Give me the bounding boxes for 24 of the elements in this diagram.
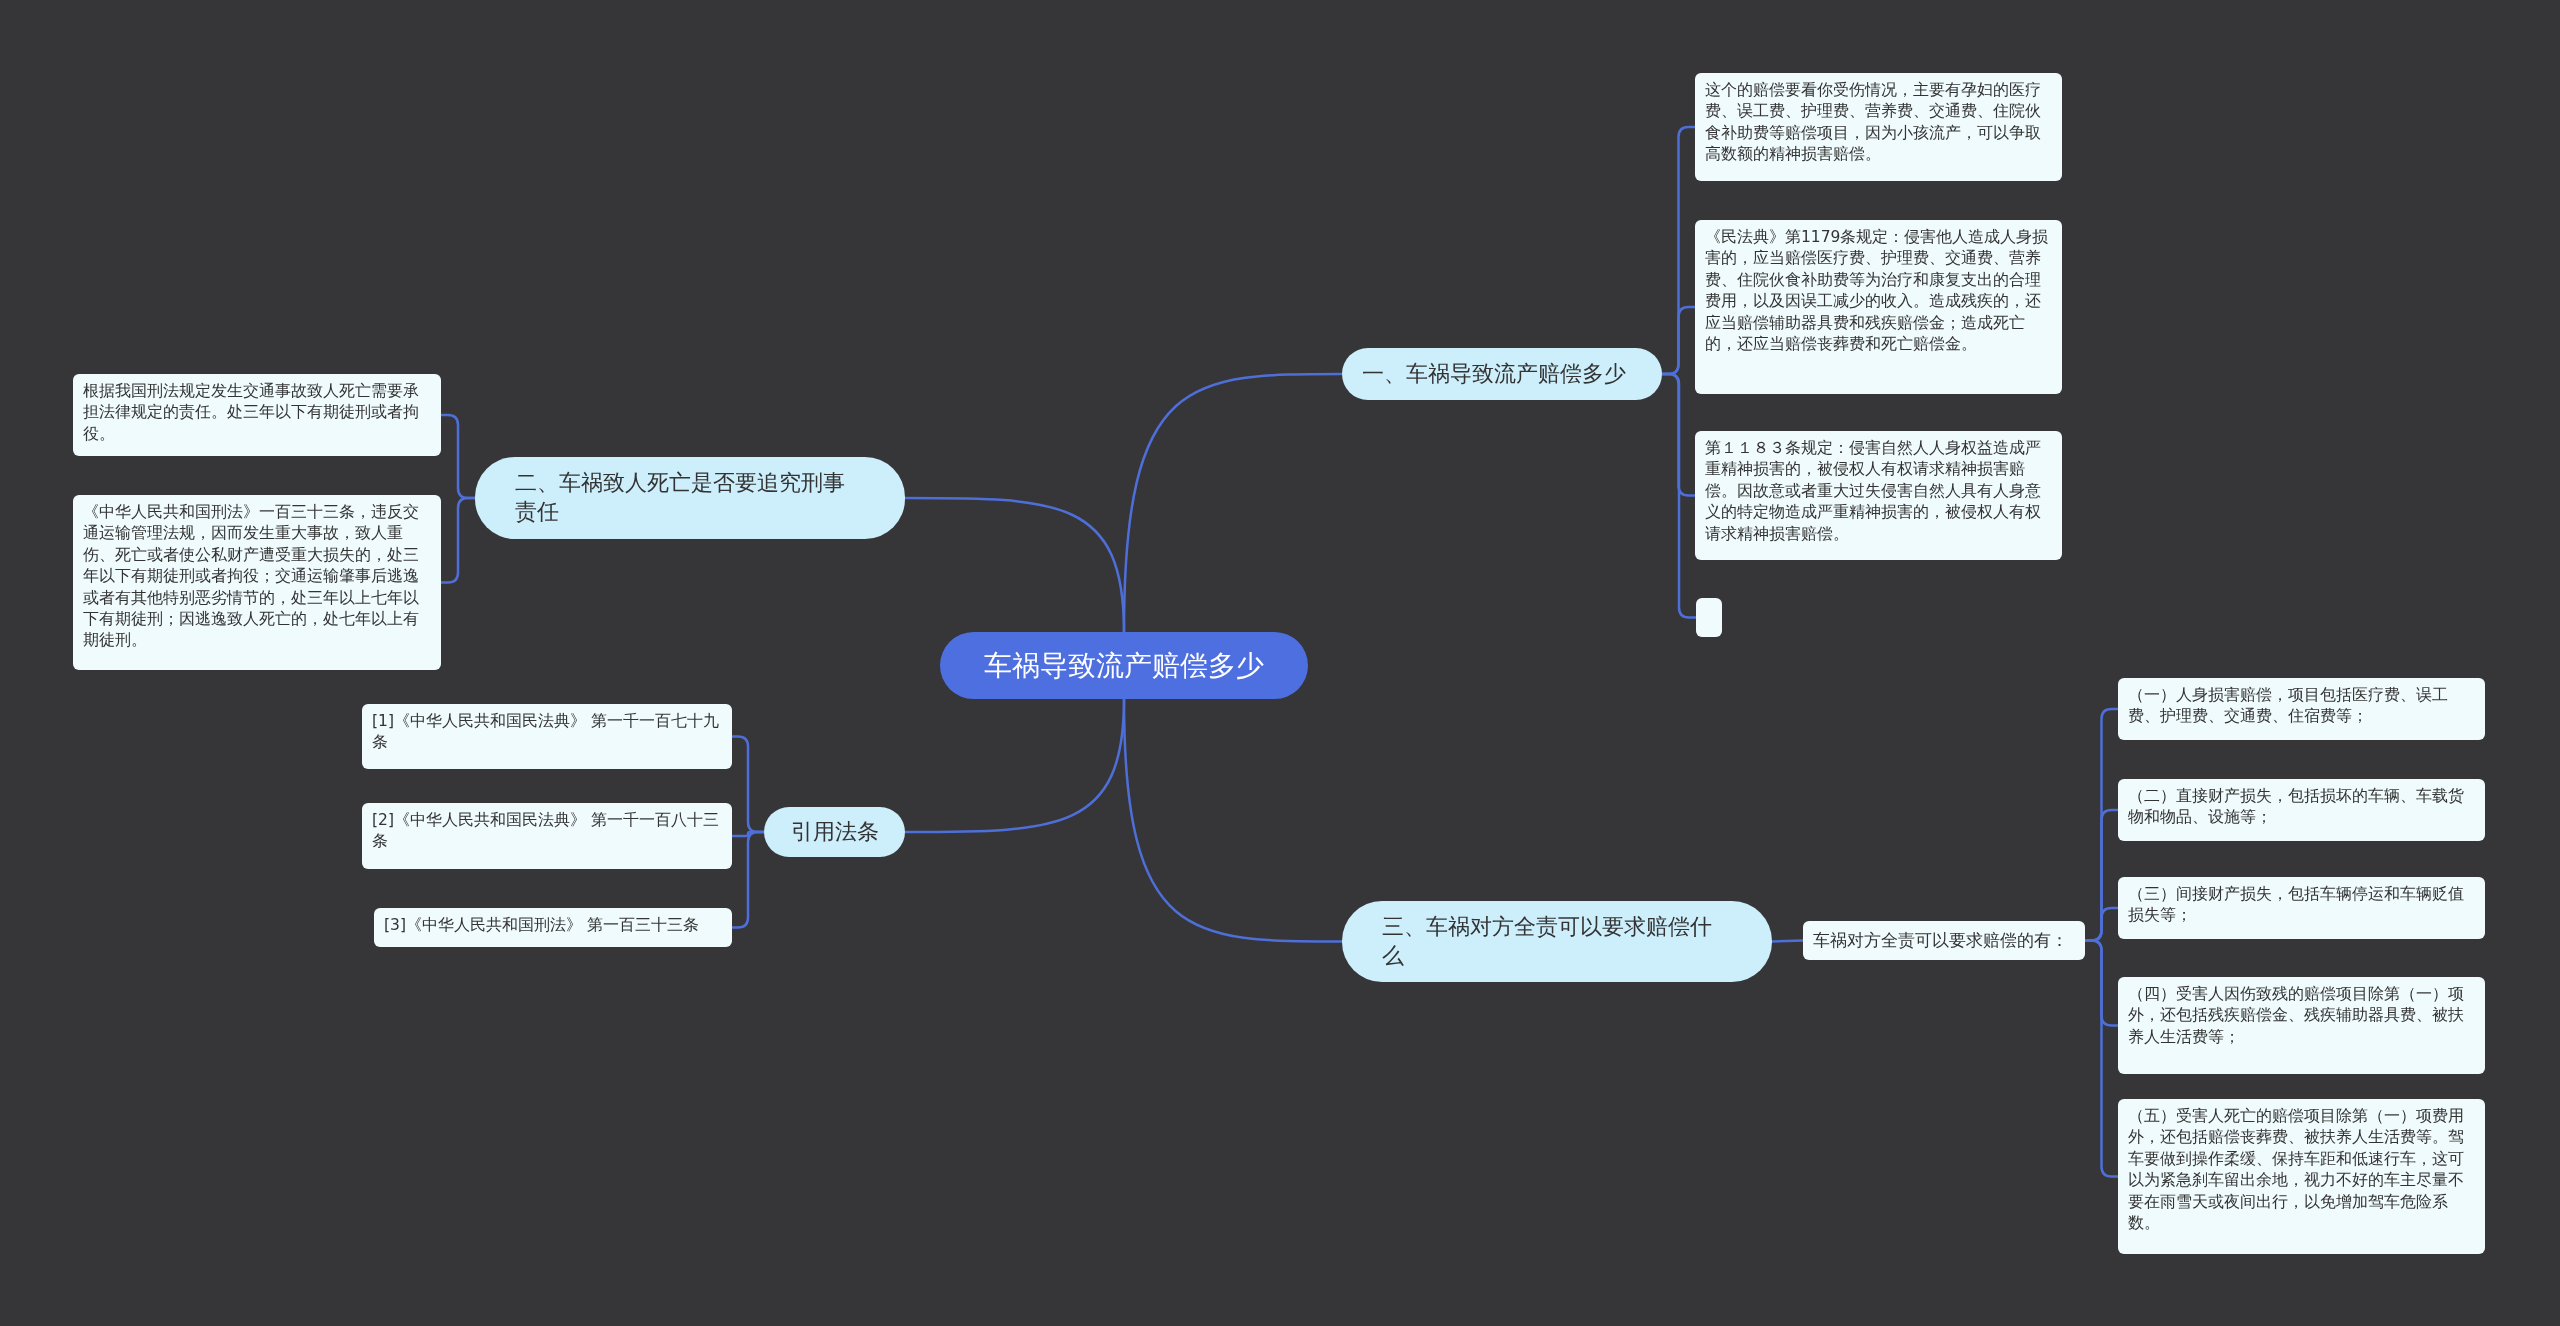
note-card: （五）受害人死亡的赔偿项目除第（一）项费用外，还包括赔偿丧葬费、被扶养人生活费等。驾车要做到操作柔缓、保持车距和低速行车，这可以为紧急刹车留出余地，视力不好的车主尽量不要在雨雪天或夜间出行，以免增加驾车危险系数。	[2118, 1099, 2485, 1254]
note-card: [3]《中华人民共和国刑法》 第一百三十三条	[374, 908, 732, 947]
connector-line	[1122, 698, 1342, 943]
note-card: [2]《中华人民共和国民法典》 第一千一百八十三条	[362, 803, 732, 869]
note-card: 第１１８３条规定：侵害自然人人身权益造成严重精神损害的，被侵权人有权请求精神损害赔偿。因故意或者重大过失侵害自然人具有人身意义的特定物造成严重精神损害的，被侵权人有权请求精神损害赔偿。	[1695, 431, 2062, 560]
note-card: 这个的赔偿要看你受伤情况，主要有孕妇的医疗费、误工费、护理费、营养费、交通费、住院伙食补助费等赔偿项目，因为小孩流产，可以争取高数额的精神损害赔偿。	[1695, 73, 2062, 181]
connector-line	[1771, 939, 1804, 943]
note-card: （二）直接财产损失，包括损坏的车辆、车载货物和物品、设施等；	[2118, 779, 2485, 841]
note-card: 车祸对方全责可以要求赔偿的有：	[1803, 921, 2085, 960]
note-card: [1]《中华人民共和国民法典》 第一千一百七十九条	[362, 704, 732, 769]
connector-line	[905, 496, 1126, 633]
empty-note-card	[1696, 598, 1722, 637]
central-topic: 车祸导致流产赔偿多少	[940, 632, 1308, 699]
note-card: （四）受害人因伤致残的赔偿项目除第（一）项外，还包括残疾赔偿金、残疾辅助器具费、被扶养人生活费等；	[2118, 977, 2485, 1074]
topic-bubble: 一、车祸导致流产赔偿多少	[1342, 348, 1662, 400]
topic-bubble: 三、车祸对方全责可以要求赔偿什么	[1342, 901, 1772, 982]
note-card: 根据我国刑法规定发生交通事故致人死亡需要承担法律规定的责任。处三年以下有期徒刑或者拘役。	[73, 374, 441, 456]
note-card: 《中华人民共和国刑法》一百三十三条，违反交通运输管理法规，因而发生重大事故，致人重伤、死亡或者使公私财产遭受重大损失的，处三年以下有期徒刑或者拘役；交通运输肇事后逃逸或者有其他特别恶劣情节的，处三年以上七年以下有期徒刑；因逃逸致人死亡的，处七年以上有期徒刑。	[73, 495, 441, 670]
topic-bubble: 引用法条	[764, 807, 905, 857]
topic-bubble: 二、车祸致人死亡是否要追究刑事责任	[475, 457, 905, 539]
connector-line	[2085, 939, 2118, 1178]
note-card: 《民法典》第1179条规定：侵害他人造成人身损害的，应当赔偿医疗费、护理费、交通费、营养费、住院伙食补助费等为治疗和康复支出的合理费用，以及因误工减少的收入。造成残疾的，还应当赔偿辅助器具费和残疾赔偿金；造成死亡的，还应当赔偿丧葬费和死亡赔偿金。	[1695, 220, 2062, 394]
note-card: （一）人身损害赔偿，项目包括医疗费、误工费、护理费、交通费、住宿费等；	[2118, 678, 2485, 740]
note-card: （三）间接财产损失，包括车辆停运和车辆贬值损失等；	[2118, 877, 2485, 939]
